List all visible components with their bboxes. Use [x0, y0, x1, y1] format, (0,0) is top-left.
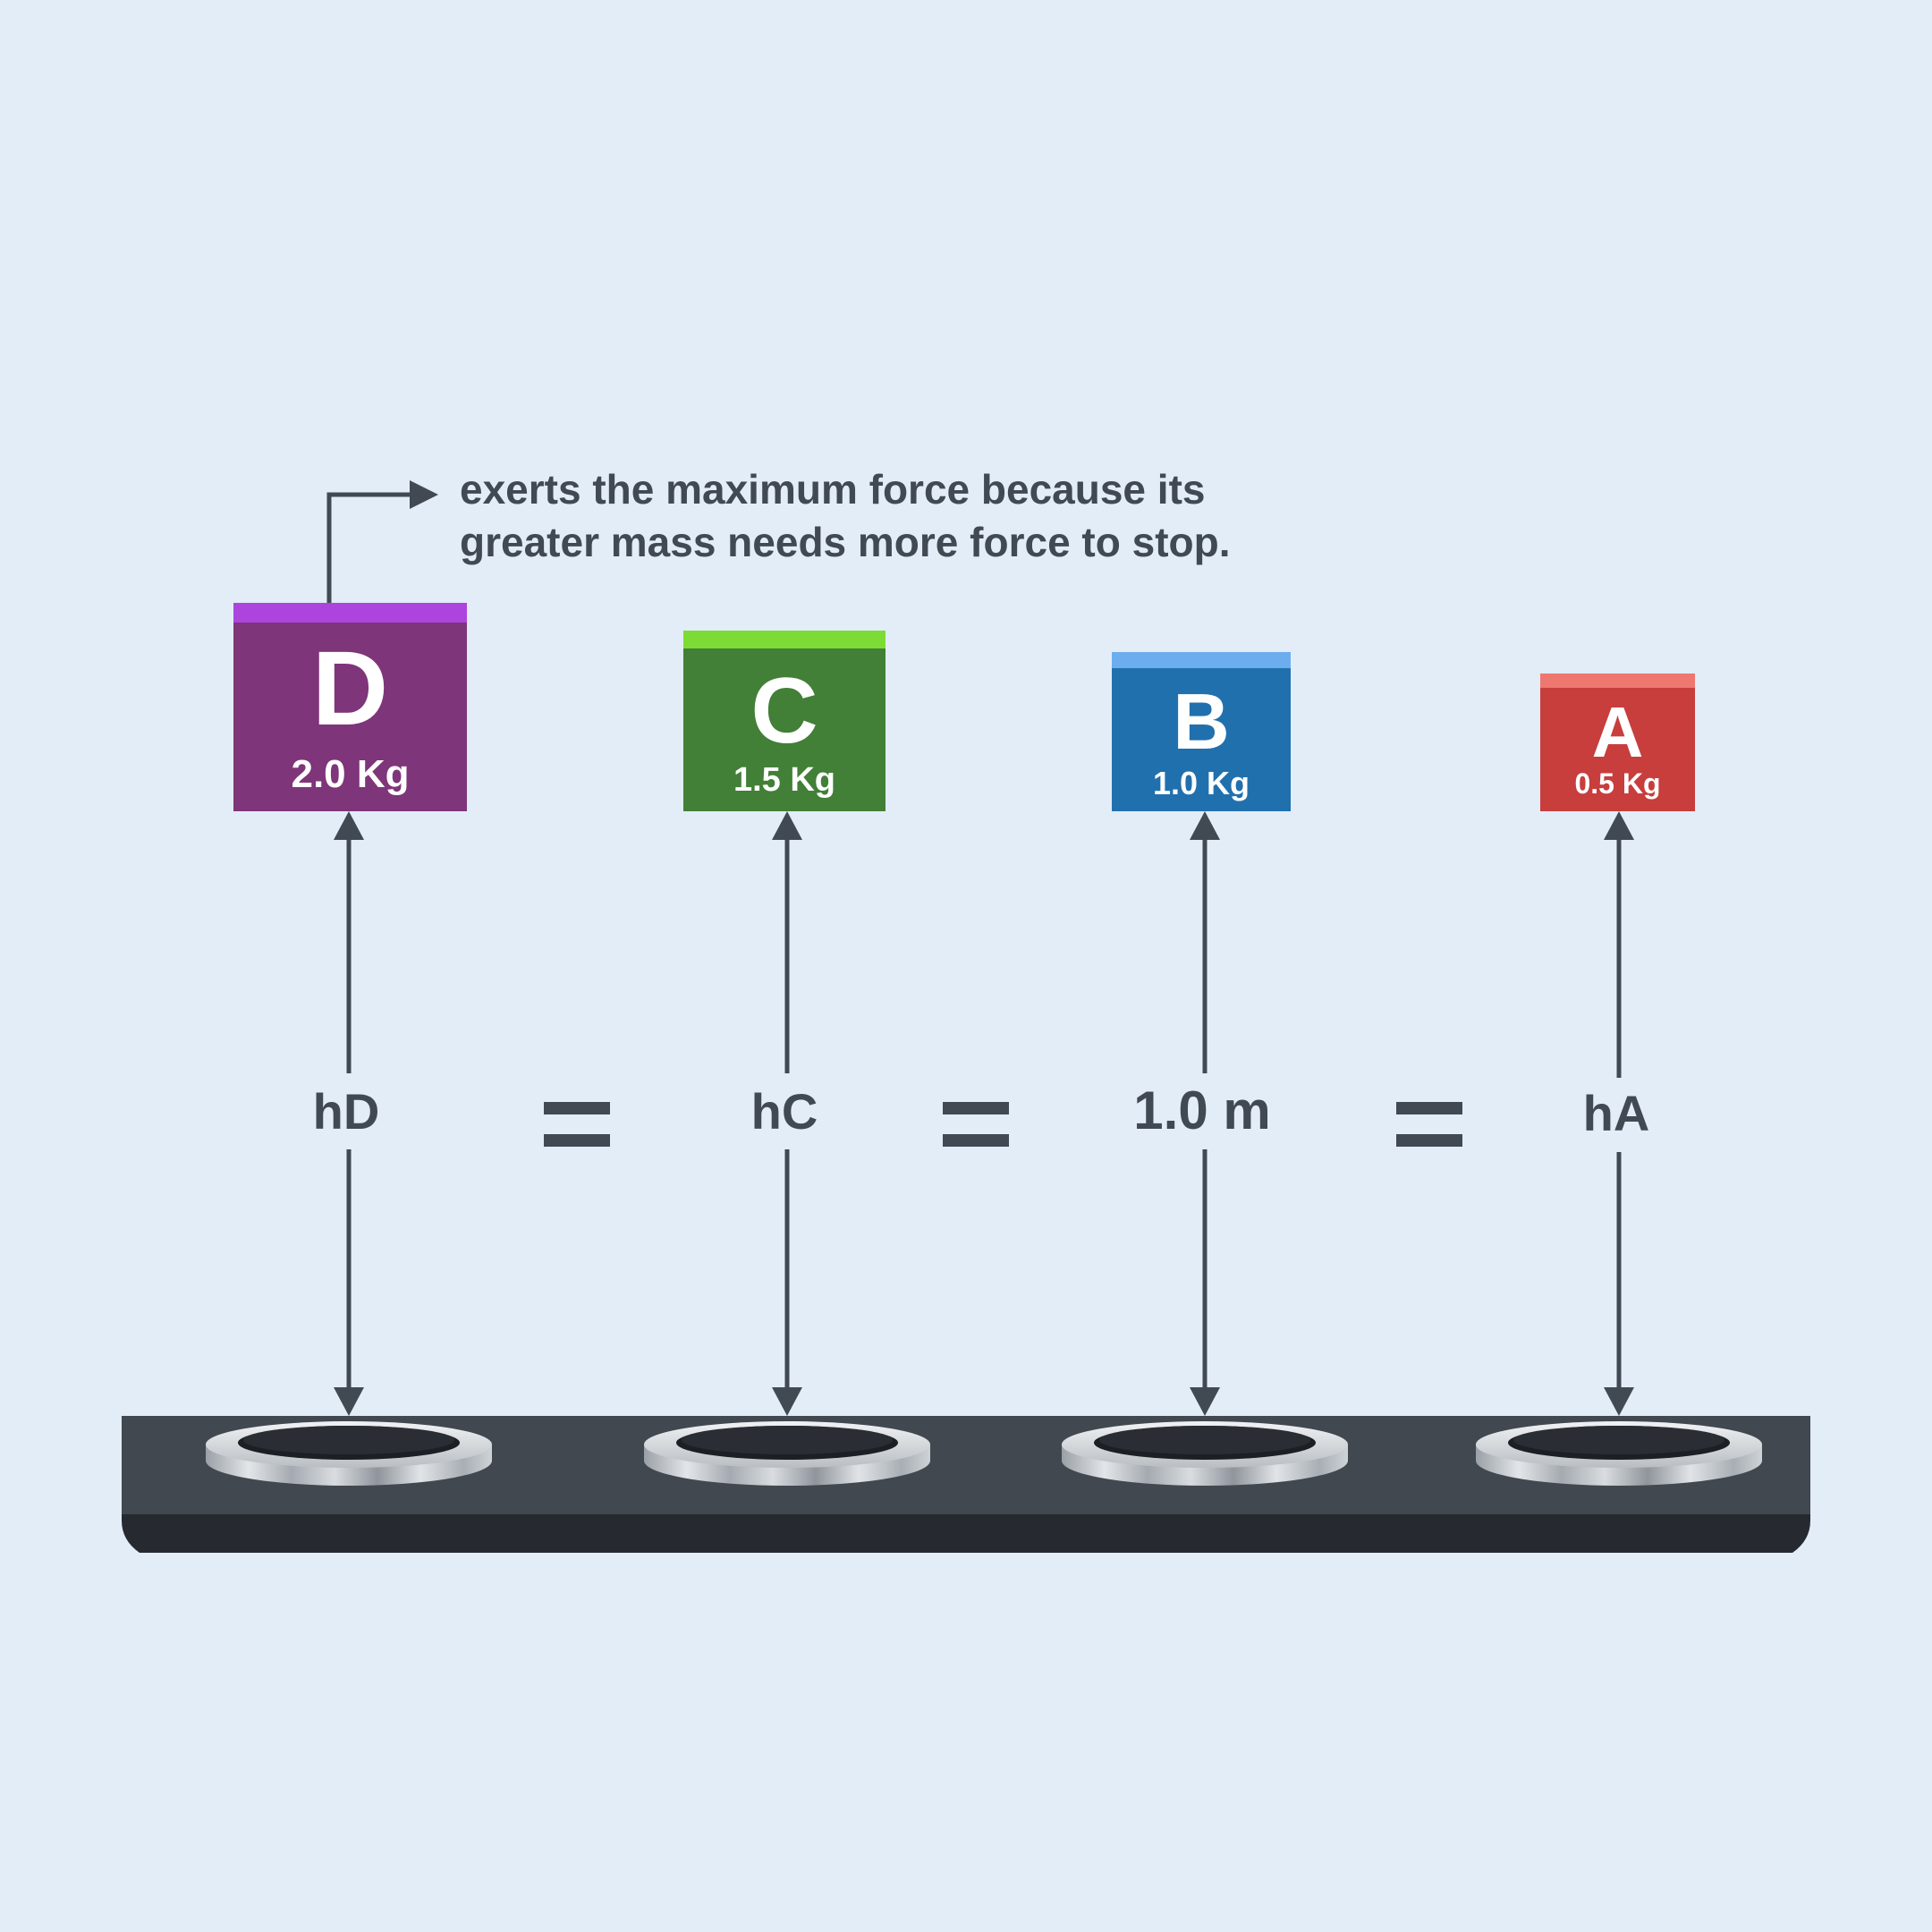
- arrow-head-up: [1604, 811, 1634, 840]
- block-mass-label: 0.5 Kg: [1574, 767, 1660, 800]
- block-letter: C: [750, 659, 818, 763]
- block-d: D2.0 Kg: [233, 603, 467, 811]
- block-top-stripe: [233, 603, 467, 623]
- arrow-head-up: [772, 811, 802, 840]
- arrow-head-up: [334, 811, 364, 840]
- height-arrow-a: [1604, 811, 1634, 1416]
- block-a: A0.5 Kg: [1540, 674, 1695, 811]
- block-c: C1.5 Kg: [683, 631, 886, 811]
- plate-c: [644, 1421, 930, 1486]
- block-columns: D2.0 Kg hD C1.5 Kg hC B1.0 Kg 1.0 m A0.5 Kg hA: [233, 603, 1695, 1416]
- column-d: D2.0 Kg hD: [233, 603, 467, 1416]
- block-top-stripe: [683, 631, 886, 648]
- block-b: B1.0 Kg: [1112, 652, 1291, 811]
- height-label-c: hC: [751, 1083, 818, 1140]
- height-label-d: hD: [313, 1083, 380, 1140]
- equals-bar-top: [943, 1102, 1009, 1114]
- column-c: C1.5 Kg hC: [683, 631, 886, 1416]
- block-body: [233, 623, 467, 811]
- arrow-head-down: [1604, 1387, 1634, 1416]
- plate-center: [1099, 1426, 1310, 1454]
- height-label-b: 1.0 m: [1133, 1080, 1270, 1140]
- equals-bar-bottom: [1396, 1134, 1462, 1147]
- equals-signs: [544, 1102, 1462, 1147]
- height-arrow-b: [1190, 811, 1220, 1416]
- block-mass-label: 1.0 Kg: [1153, 765, 1250, 801]
- equals-sign: [544, 1102, 610, 1147]
- block-top-stripe: [1112, 652, 1291, 668]
- plate-d: [206, 1421, 492, 1486]
- plate-center: [682, 1426, 893, 1454]
- plate-center: [1513, 1426, 1724, 1454]
- column-b: B1.0 Kg 1.0 m: [1112, 652, 1291, 1416]
- plate-center: [243, 1426, 454, 1454]
- block-letter: B: [1173, 677, 1230, 766]
- height-arrow-d: [334, 811, 364, 1416]
- height-label-a: hA: [1583, 1085, 1650, 1141]
- block-body: [1112, 668, 1291, 811]
- plate-a: [1476, 1421, 1762, 1486]
- equals-sign: [943, 1102, 1009, 1147]
- arrow-head-down: [334, 1387, 364, 1416]
- block-mass-label: 2.0 Kg: [291, 752, 409, 796]
- annotation-arrow-head: [410, 480, 438, 509]
- block-letter: D: [312, 630, 388, 748]
- equals-bar-top: [1396, 1102, 1462, 1114]
- height-arrow-c: [772, 811, 802, 1416]
- equals-sign: [1396, 1102, 1462, 1147]
- impact-plates: [206, 1421, 1762, 1486]
- equals-bar-bottom: [544, 1134, 610, 1147]
- block-body: [683, 648, 886, 811]
- equals-bar-top: [544, 1102, 610, 1114]
- arrow-head-down: [772, 1387, 802, 1416]
- annotation-line-2: greater mass needs more force to stop.: [460, 519, 1231, 565]
- annotation-line-1: exerts the maximum force because its: [460, 466, 1205, 513]
- block-top-stripe: [1540, 674, 1695, 688]
- block-mass-label: 1.5 Kg: [733, 761, 835, 799]
- arrow-head-up: [1190, 811, 1220, 840]
- annotation: exerts the maximum force because its gre…: [326, 466, 1231, 603]
- block-letter: A: [1592, 692, 1644, 772]
- plate-b: [1062, 1421, 1348, 1486]
- column-a: A0.5 Kg hA: [1540, 674, 1695, 1416]
- equals-bar-bottom: [943, 1134, 1009, 1147]
- arrow-head-down: [1190, 1387, 1220, 1416]
- annotation-arrow-line: [326, 492, 413, 603]
- block-body: [1540, 688, 1695, 811]
